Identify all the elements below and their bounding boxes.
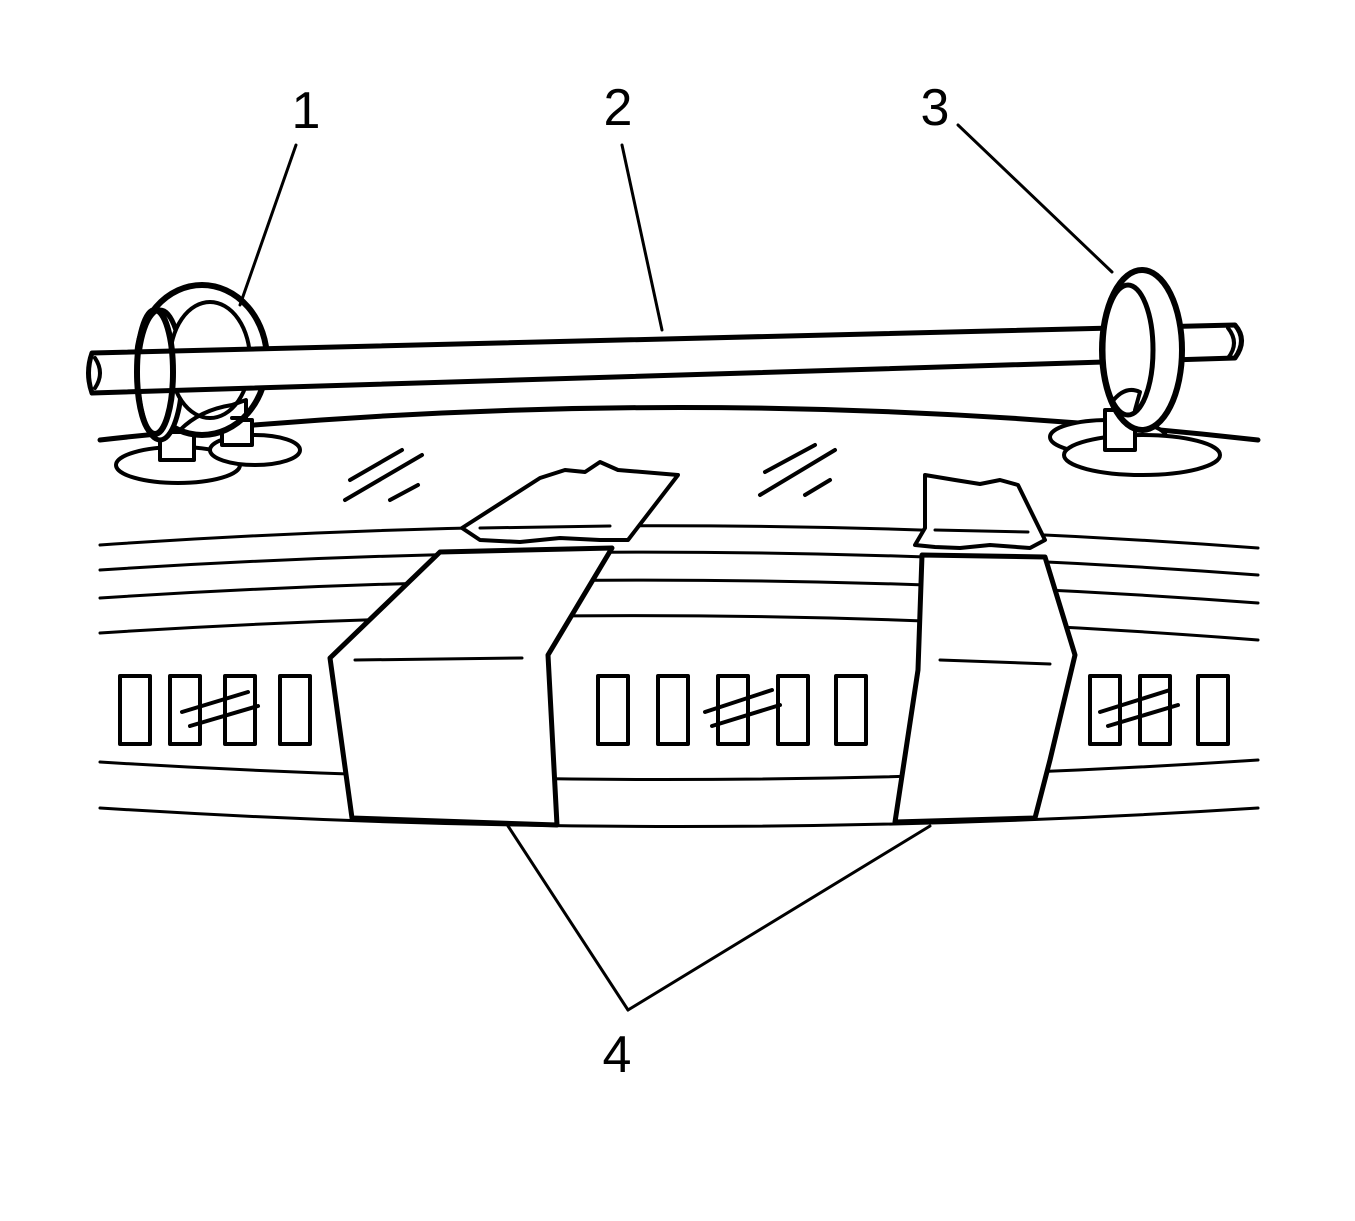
left-holder-ring-front [134, 307, 176, 437]
leader-line-2 [620, 143, 664, 332]
leader-line-1 [238, 143, 298, 307]
vent-slots-left [118, 674, 312, 746]
body-panel [98, 524, 1260, 828]
callout-3: 3 [921, 79, 950, 137]
vent-slots-right [1088, 674, 1230, 746]
callout-labels: 1 2 3 4 [292, 79, 950, 1084]
leader-lines [238, 123, 1114, 1012]
support-rod [86, 322, 1244, 396]
callout-2: 2 [604, 79, 633, 137]
vent-slots-middle [596, 674, 868, 746]
glass-reflection-marks-left [343, 448, 424, 502]
leader-line-3 [956, 123, 1114, 274]
masking-tape-strips [327, 460, 1078, 828]
callout-1: 1 [292, 82, 321, 140]
right-suction-cup-holder [1048, 267, 1222, 477]
callout-4: 4 [603, 1026, 632, 1084]
leader-line-4b [626, 824, 932, 1012]
glass-reflection-marks-right [758, 443, 837, 497]
leader-line-4a [506, 824, 630, 1012]
